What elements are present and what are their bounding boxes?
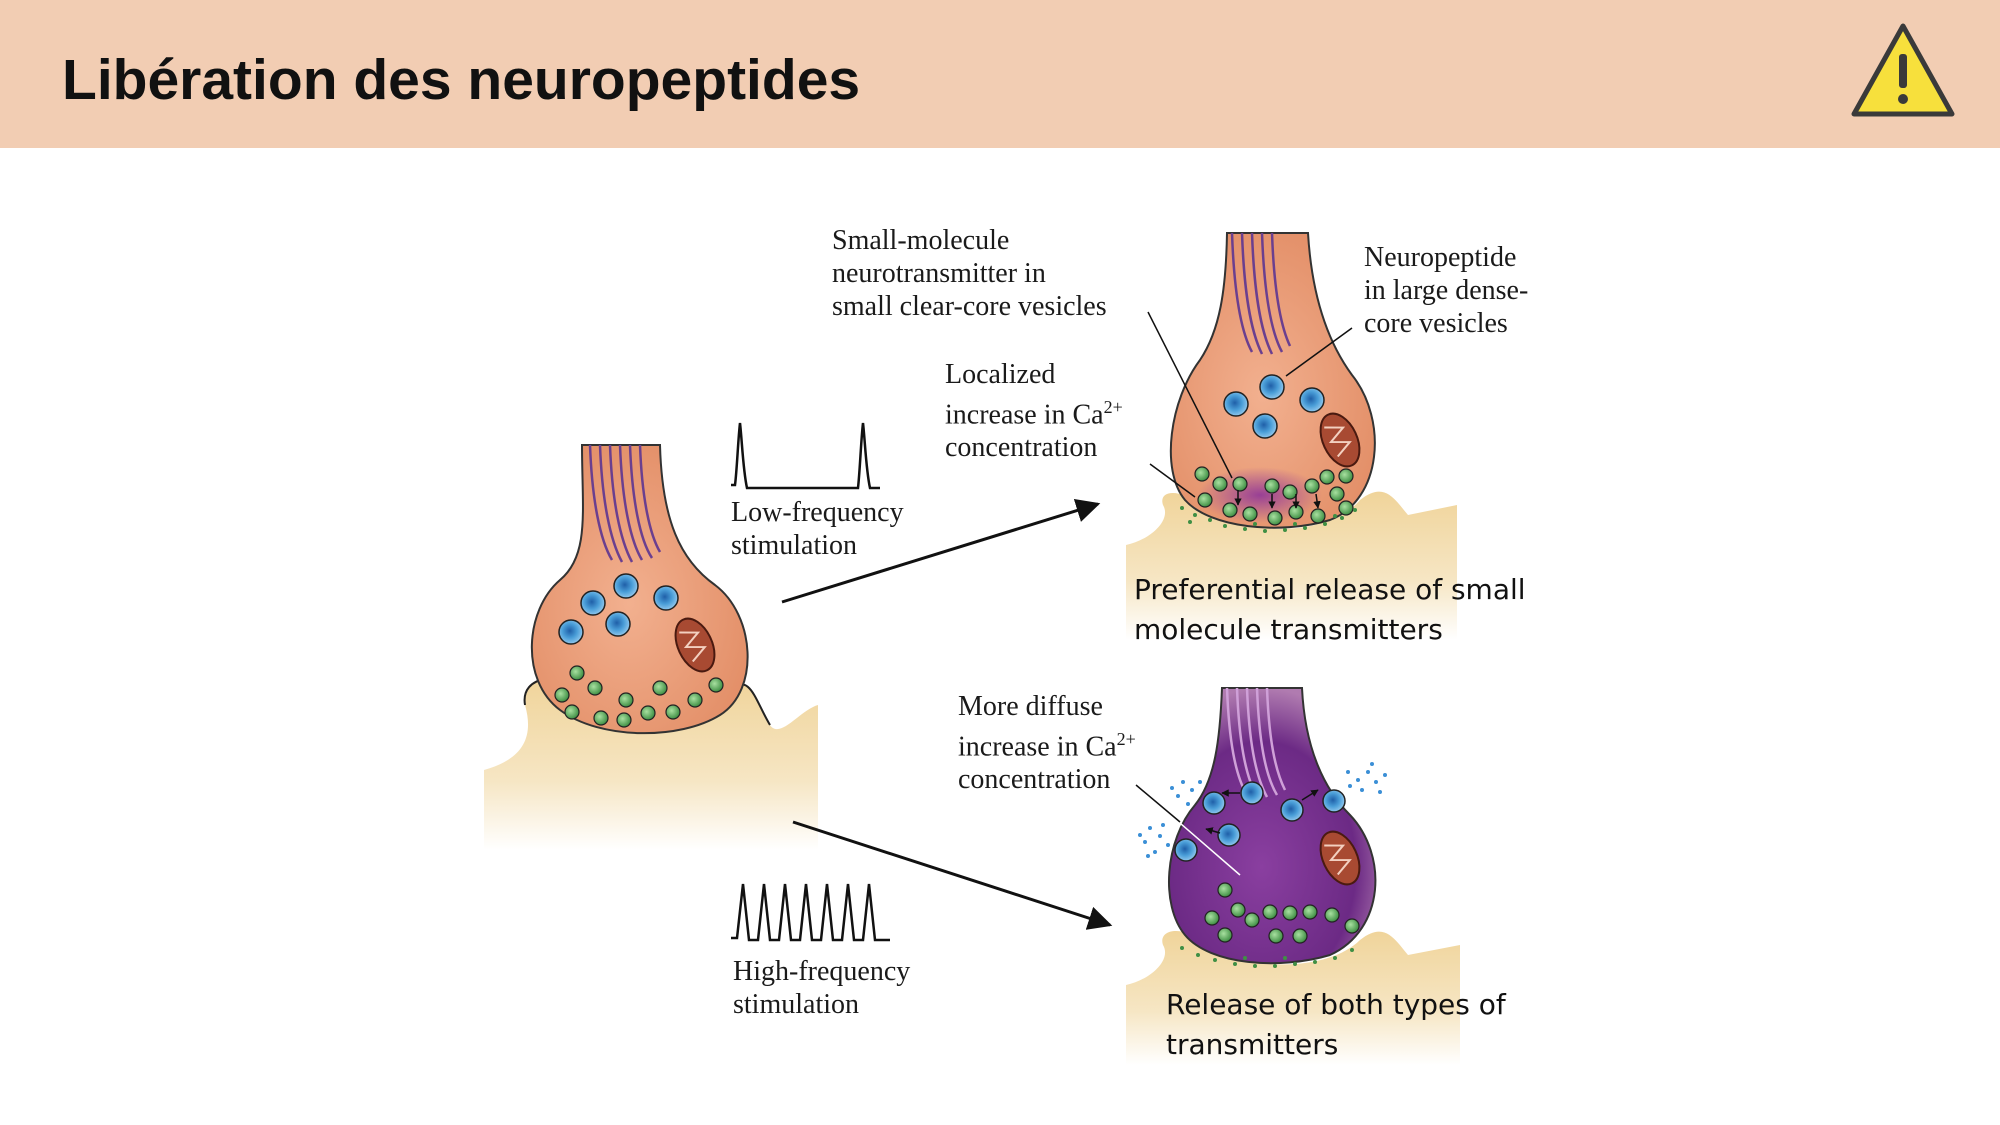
clear-core-vesicles — [1204, 882, 1360, 944]
clear-core-vesicles — [1194, 466, 1354, 526]
warning-triangle-icon — [1851, 23, 1955, 117]
postsynaptic-cell — [1126, 491, 1457, 640]
dense-core-vesicles — [558, 573, 679, 645]
low-frequency-trace — [731, 422, 880, 490]
label-small-molecule: Small-molecule neurotransmitter in small… — [832, 225, 1107, 322]
high-frequency-trace — [731, 883, 890, 942]
released-transmitter — [1180, 506, 1357, 533]
label-diffuse-calcium: More diffuse increase in Ca2+ concentrat… — [958, 691, 1136, 796]
dense-core-vesicles — [1223, 374, 1325, 439]
mitochondrion — [1319, 830, 1361, 886]
dense-core-vesicles — [1174, 781, 1346, 862]
resting-synapse — [484, 444, 818, 850]
released-transmitter — [1180, 946, 1354, 968]
postsynaptic-cell — [484, 678, 818, 850]
label-localized-calcium: Localized increase in Ca2+ concentration — [945, 359, 1123, 464]
label-high-frequency: High-frequency stimulation — [733, 956, 911, 1020]
header-banner — [0, 0, 2000, 148]
page-title: Libération des neuropeptides — [62, 48, 861, 112]
clear-core-vesicles — [554, 665, 724, 728]
high-frequency-synapse — [1126, 687, 1460, 1065]
arrow-high-frequency — [792, 820, 1113, 930]
low-frequency-synapse — [1126, 232, 1457, 640]
arrow-low-frequency — [781, 498, 1101, 604]
caption-low-frequency: Preferential release of small molecule t… — [1134, 573, 1526, 646]
label-neuropeptide: Neuropeptide in large dense- core vesicl… — [1364, 242, 1529, 339]
released-neuropeptide — [1138, 762, 1387, 858]
label-low-frequency: Low-frequency stimulation — [731, 497, 904, 561]
presynaptic-terminal — [1168, 687, 1377, 965]
postsynaptic-cell — [1126, 930, 1460, 1065]
mitochondrion — [1319, 412, 1361, 468]
caption-high-frequency: Release of both types of transmitters — [1166, 988, 1506, 1061]
mitochondrion — [674, 617, 716, 673]
